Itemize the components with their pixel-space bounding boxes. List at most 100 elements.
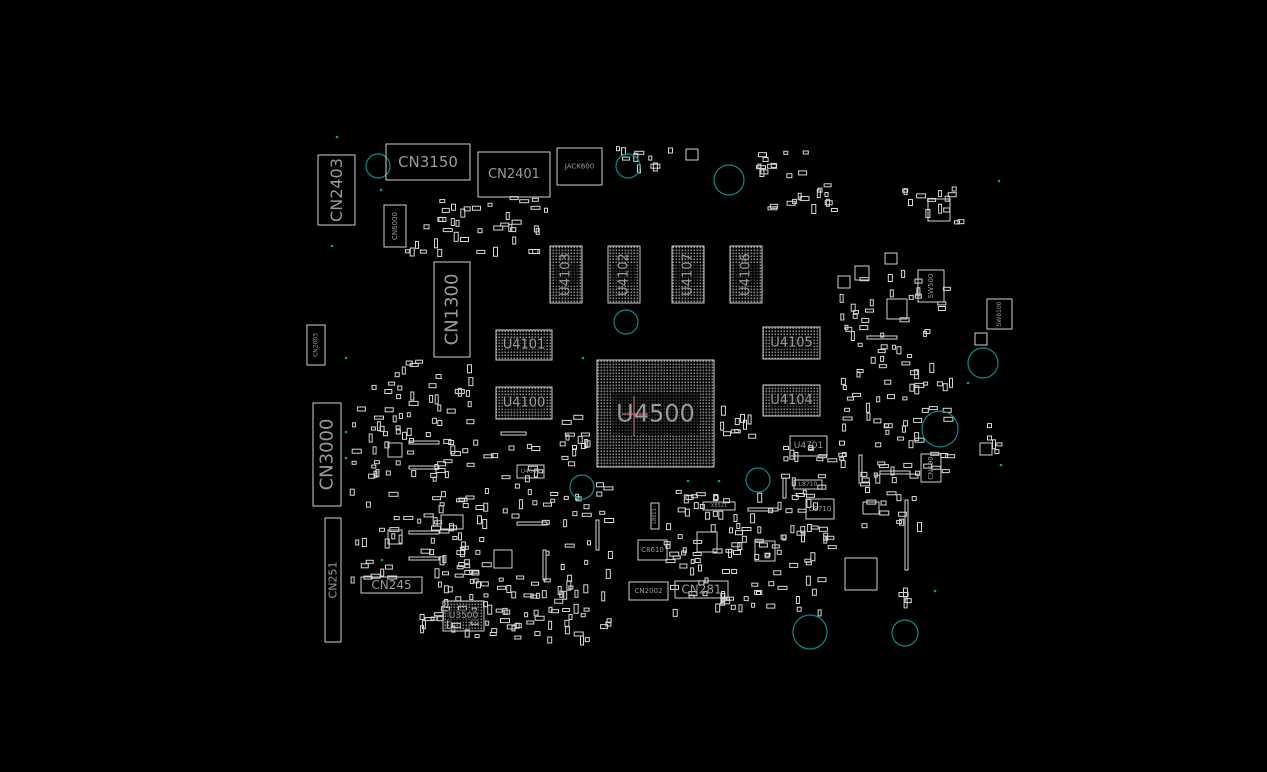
passive-component xyxy=(585,440,591,448)
component-cn2003[interactable]: CN2003 xyxy=(306,324,326,366)
ic-package[interactable] xyxy=(974,332,988,346)
passive-component xyxy=(454,573,464,578)
passive-component xyxy=(842,416,853,421)
passive-component xyxy=(880,355,885,362)
passive-component xyxy=(757,526,762,534)
strip-component xyxy=(904,499,909,571)
ic-package[interactable] xyxy=(754,540,776,562)
passive-component xyxy=(450,218,455,226)
component-u4101[interactable]: U4101 xyxy=(495,329,553,361)
ic-package[interactable] xyxy=(440,514,464,530)
ic-package[interactable] xyxy=(884,252,898,265)
passive-component xyxy=(603,486,614,491)
component-sw500[interactable]: SW500 xyxy=(917,269,945,303)
passive-component xyxy=(790,525,795,534)
component-l8611[interactable]: L8611 xyxy=(650,502,660,530)
component-cn3000[interactable]: CN3000 xyxy=(312,402,342,507)
component-label: CN281 xyxy=(681,583,721,597)
component-u4103[interactable]: U4103 xyxy=(549,245,583,304)
component-u4102[interactable]: U4102 xyxy=(607,245,641,304)
passive-component xyxy=(515,623,522,629)
ic-package[interactable] xyxy=(979,442,993,456)
passive-component xyxy=(419,249,427,254)
component-label: L8710 xyxy=(799,481,818,488)
passive-component xyxy=(949,377,953,388)
passive-component xyxy=(756,591,761,595)
strip-component xyxy=(866,335,898,340)
ic-package[interactable] xyxy=(493,549,513,569)
ic-package[interactable] xyxy=(837,275,851,289)
passive-component xyxy=(451,203,456,211)
component-u4500[interactable]: U4500 xyxy=(596,359,715,468)
passive-component xyxy=(947,192,957,198)
component-cn2002[interactable]: CN2002 xyxy=(628,581,669,601)
component-u4105[interactable]: U4105 xyxy=(762,326,821,360)
component-u4701[interactable]: U4701 xyxy=(789,435,828,457)
passive-component xyxy=(672,608,678,617)
passive-component xyxy=(844,324,849,330)
ic-package[interactable] xyxy=(685,148,699,161)
component-cn1300[interactable]: CN1300 xyxy=(433,261,471,358)
component-sw8100[interactable]: SW8100 xyxy=(986,298,1013,330)
component-label: C8610 xyxy=(641,546,664,554)
passive-component xyxy=(568,614,573,620)
passive-component xyxy=(710,524,716,533)
component-cn2403[interactable]: CN2403 xyxy=(317,154,356,226)
component-cn281[interactable]: CN281 xyxy=(674,580,729,599)
passive-component xyxy=(865,308,874,313)
component-l8710[interactable]: L8710 xyxy=(793,479,823,490)
passive-component xyxy=(573,603,579,614)
ic-package[interactable] xyxy=(854,265,870,281)
component-u3500[interactable]: U3500 xyxy=(442,600,485,632)
passive-component xyxy=(428,383,437,389)
ic-package[interactable] xyxy=(844,557,878,591)
passive-component xyxy=(543,502,552,507)
passive-component xyxy=(533,468,538,478)
passive-component xyxy=(785,508,793,514)
passive-component xyxy=(531,581,539,586)
component-label: CN2401 xyxy=(488,167,540,182)
component-x8521[interactable]: X8521 xyxy=(702,501,736,511)
passive-component xyxy=(758,542,768,548)
passive-component xyxy=(690,567,695,576)
component-cn2401[interactable]: CN2401 xyxy=(477,151,551,198)
component-c8710[interactable]: C8710 xyxy=(805,498,835,520)
cpu-center-marker xyxy=(622,396,648,436)
component-cn6000[interactable]: CN6000 xyxy=(383,204,407,248)
component-cn251[interactable]: CN251 xyxy=(324,517,342,643)
passive-component xyxy=(514,635,522,640)
component-outline xyxy=(383,204,407,248)
component-cn690[interactable]: CN690 xyxy=(920,453,942,483)
passive-component xyxy=(466,462,475,467)
ic-package[interactable] xyxy=(927,198,951,222)
component-cn245[interactable]: CN245 xyxy=(360,576,423,594)
passive-component xyxy=(908,294,914,300)
ic-package[interactable] xyxy=(387,442,403,458)
passive-component xyxy=(750,513,756,524)
passive-component xyxy=(541,590,547,599)
component-u4641[interactable]: U4641 xyxy=(516,464,545,479)
passive-component xyxy=(672,555,681,560)
passive-component xyxy=(466,419,475,425)
component-outline xyxy=(702,501,736,511)
component-u4106[interactable]: U4106 xyxy=(729,245,763,304)
ic-package[interactable] xyxy=(886,298,908,320)
passive-component xyxy=(437,216,444,222)
component-c8610[interactable]: C8610 xyxy=(637,539,668,561)
passive-component xyxy=(903,188,908,196)
component-u4107[interactable]: U4107 xyxy=(671,245,705,304)
ic-package[interactable] xyxy=(696,531,718,553)
component-u4104[interactable]: U4104 xyxy=(762,384,821,417)
passive-component xyxy=(580,443,586,449)
passive-component xyxy=(395,425,401,431)
ic-package[interactable] xyxy=(862,501,880,515)
passive-component xyxy=(487,202,493,207)
passive-component xyxy=(810,552,816,562)
component-cn3150[interactable]: CN3150 xyxy=(385,143,471,181)
component-u4100[interactable]: U4100 xyxy=(495,386,553,420)
passive-component xyxy=(415,359,424,364)
ic-package[interactable] xyxy=(387,529,403,545)
passive-component xyxy=(361,538,367,547)
component-jack600[interactable]: JACK600 xyxy=(556,147,603,186)
